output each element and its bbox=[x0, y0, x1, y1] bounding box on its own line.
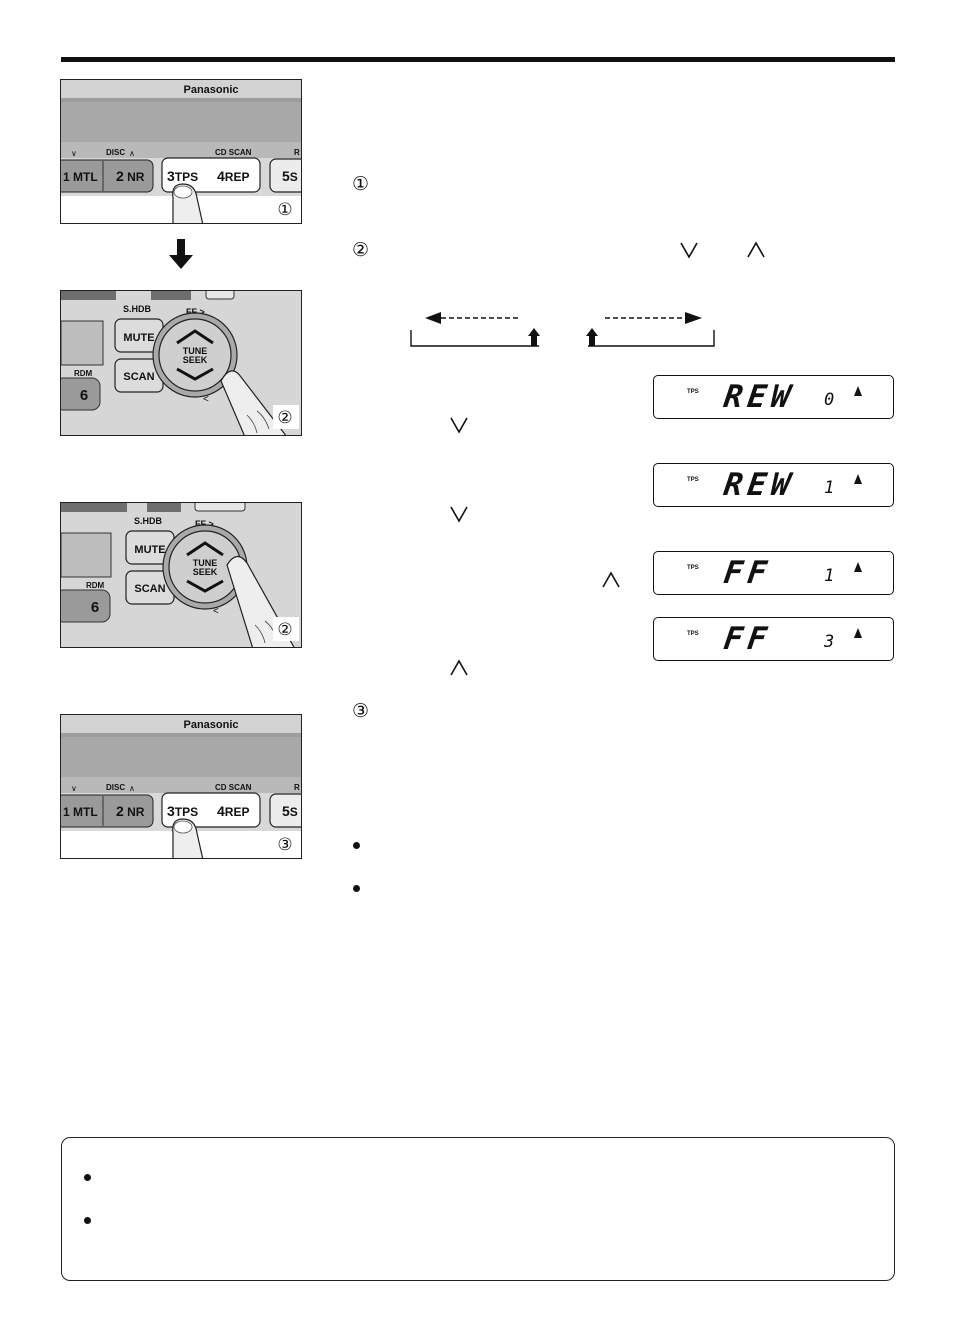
svg-text:R: R bbox=[294, 148, 300, 157]
step-marker-3: ③ bbox=[277, 835, 292, 855]
svg-text:FF >: FF > bbox=[195, 519, 214, 529]
triangle-indicator-icon bbox=[854, 628, 862, 638]
step-1-number: ① bbox=[352, 173, 370, 195]
note-bullet-2 bbox=[84, 1217, 91, 1224]
svg-text:SCAN: SCAN bbox=[123, 371, 154, 383]
cd-scan-label: CD SCAN bbox=[215, 148, 252, 157]
svg-text:R: R bbox=[294, 783, 300, 792]
svg-text:TUNE: TUNE bbox=[183, 346, 208, 356]
svg-text:∧: ∧ bbox=[129, 149, 135, 158]
svg-text:DISC: DISC bbox=[106, 783, 125, 792]
svg-text:1 MTL: 1 MTL bbox=[63, 170, 98, 184]
svg-text:3TPS: 3TPS bbox=[167, 803, 198, 819]
lcd-display-rew-1: TPS REW 1 bbox=[653, 463, 894, 507]
bullet-1 bbox=[353, 842, 360, 849]
step-marker-2a: ② bbox=[277, 408, 292, 428]
svg-text:SEEK: SEEK bbox=[193, 567, 218, 577]
down-arrow-icon bbox=[169, 239, 193, 274]
seek-down-glyph-icon bbox=[448, 503, 470, 530]
svg-text:CD SCAN: CD SCAN bbox=[215, 783, 252, 792]
svg-text:TUNE: TUNE bbox=[193, 558, 218, 568]
seek-up-glyph-icon bbox=[745, 239, 767, 266]
seek-up-glyph-icon bbox=[448, 657, 470, 684]
note-bullet-1 bbox=[84, 1174, 91, 1181]
svg-text:Panasonic: Panasonic bbox=[183, 719, 238, 731]
seek-up-glyph-icon bbox=[600, 569, 622, 596]
svg-text:6: 6 bbox=[91, 599, 99, 616]
lcd-display-rew-0: TPS REW 0 bbox=[653, 375, 894, 419]
svg-text:MUTE: MUTE bbox=[134, 544, 165, 556]
rew-ff-diagram bbox=[405, 306, 725, 357]
svg-text:S.HDB: S.HDB bbox=[134, 516, 163, 526]
seek-down-glyph-icon bbox=[678, 239, 700, 266]
rep-button: 4REP bbox=[217, 168, 249, 184]
lcd-display-ff-3: TPS FF 3 bbox=[653, 617, 894, 661]
panel-press-tps-1: Panasonic DISC ∨ ∧ CD SCAN R 1 MTL 2 NR … bbox=[60, 79, 302, 224]
svg-text:S.HDB: S.HDB bbox=[123, 304, 152, 314]
svg-text:FF >: FF > bbox=[186, 307, 205, 317]
panel-seek-up: RDM 6 S.HDB FF > MUTE SCAN TUNE SEEK < ② bbox=[60, 502, 302, 648]
svg-text:6: 6 bbox=[80, 387, 88, 404]
svg-text:2 NR: 2 NR bbox=[116, 803, 145, 819]
rewind-arrow-icon bbox=[410, 312, 540, 347]
svg-text:SEEK: SEEK bbox=[183, 355, 208, 365]
seek-down-glyph-icon bbox=[448, 414, 470, 441]
svg-text:5S: 5S bbox=[282, 803, 298, 819]
svg-text:4REP: 4REP bbox=[217, 803, 249, 819]
svg-text:MUTE: MUTE bbox=[123, 332, 154, 344]
triangle-indicator-icon bbox=[854, 562, 862, 572]
svg-text:<: < bbox=[203, 394, 209, 405]
brand-logo: Panasonic bbox=[183, 84, 238, 96]
fast-forward-arrow-icon bbox=[586, 312, 715, 347]
step-marker-1: ① bbox=[277, 200, 292, 220]
step-2-number: ② bbox=[352, 239, 370, 261]
step-marker-2b: ② bbox=[277, 620, 292, 640]
triangle-indicator-icon bbox=[854, 386, 862, 396]
tps-button: 3TPS bbox=[167, 168, 198, 184]
note-box bbox=[61, 1137, 895, 1281]
svg-text:1 MTL: 1 MTL bbox=[63, 805, 98, 819]
top-rule bbox=[61, 57, 895, 62]
bullet-2 bbox=[353, 885, 360, 892]
svg-text:∧: ∧ bbox=[129, 784, 135, 793]
lcd-display-ff-1: TPS FF 1 bbox=[653, 551, 894, 595]
svg-text:<: < bbox=[213, 606, 219, 617]
panel-press-tps-3: Panasonic DISC ∨ ∧ CD SCAN R 1 MTL 2 NR … bbox=[60, 714, 302, 859]
triangle-indicator-icon bbox=[854, 474, 862, 484]
panel-seek-down: RDM 6 S.HDB FF > MUTE SCAN TUNE SEEK < ② bbox=[60, 290, 302, 436]
svg-text:RDM: RDM bbox=[74, 369, 93, 378]
svg-text:2 NR: 2 NR bbox=[116, 168, 145, 184]
disc-label: DISC bbox=[106, 148, 125, 157]
svg-text:∨: ∨ bbox=[71, 149, 77, 158]
svg-text:RDM: RDM bbox=[86, 581, 105, 590]
step-3-number: ③ bbox=[352, 700, 370, 722]
svg-text:SCAN: SCAN bbox=[134, 583, 165, 595]
svg-text:5S: 5S bbox=[282, 168, 298, 184]
svg-text:∨: ∨ bbox=[71, 784, 77, 793]
